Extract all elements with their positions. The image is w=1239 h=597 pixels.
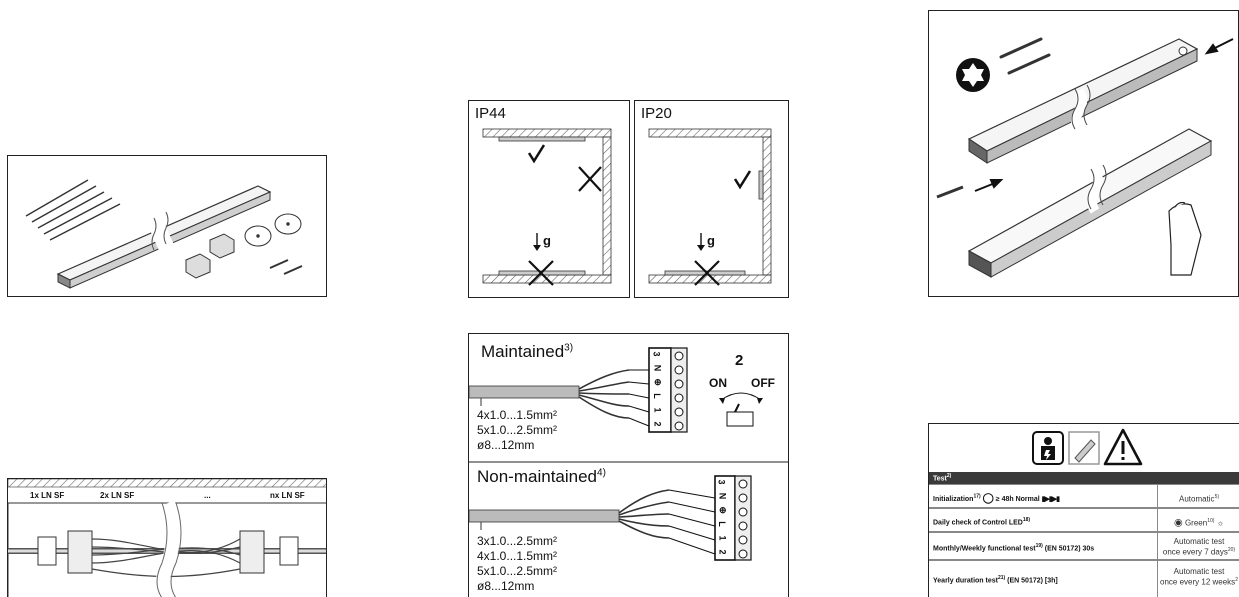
non-maintained-spec-2: 4x1.0...1.5mm²	[477, 549, 558, 563]
series-label-2: 2x LN SF	[100, 491, 135, 500]
warning-icon	[1103, 428, 1143, 466]
ip44-mounting-panel: IP44 g	[468, 100, 630, 298]
cross-icon	[528, 260, 554, 286]
warning-icons	[1032, 428, 1143, 466]
non-maintained-title: Non-maintained4)	[477, 467, 606, 486]
check-icon	[733, 170, 752, 190]
terminal-block-non-maintained	[668, 475, 752, 561]
series-wiring-panel: 1x LN SF 2x LN SF ... nx LN SF	[7, 478, 327, 597]
non-maintained-spec-4: ø8...12mm	[477, 579, 535, 593]
wiring-diagram	[469, 347, 788, 561]
terminal-label: L	[651, 393, 662, 399]
series-label-n: nx LN SF	[270, 491, 305, 500]
terminal-label: N	[652, 364, 663, 372]
test-row-duration: Yearly duration test21) (EN 50172) [3h] …	[929, 560, 1239, 597]
switch-number: 2	[735, 352, 744, 369]
terminal-label: 1	[717, 535, 728, 541]
cross-icon	[578, 166, 602, 192]
check-icon	[527, 144, 546, 164]
switch-off-label: OFF	[751, 376, 775, 390]
screw-icon	[936, 185, 964, 199]
terminal-label: ⊕	[719, 505, 727, 515]
eye-icon: ◉	[1173, 517, 1183, 529]
technician-icon	[1032, 431, 1064, 465]
package-contents-illustration	[25, 179, 303, 289]
ip20-label: IP20	[641, 105, 672, 122]
terminal-label: 3	[716, 479, 727, 485]
wiring-panel: Maintained3)	[468, 333, 789, 597]
torx-bit-icon	[956, 58, 990, 92]
discs-icon	[244, 213, 302, 247]
installation-panel	[928, 10, 1239, 297]
package-contents-panel	[7, 155, 327, 297]
test-row-functional: Monthly/Weekly functional test19) (EN 50…	[929, 532, 1239, 561]
non-maintained-spec-1: 3x1.0...2.5mm²	[477, 534, 558, 548]
arrow-icon	[974, 179, 1004, 192]
maintained-spec-3: ø8...12mm	[477, 438, 535, 452]
gravity-label: g	[543, 233, 551, 248]
terminal-label: L	[716, 521, 727, 527]
series-label-1: 1x LN SF	[30, 491, 65, 500]
switch-on-label: ON	[709, 376, 727, 390]
non-maintained-spec-3: 5x1.0...2.5mm²	[477, 564, 558, 578]
terminal-label: 3	[651, 351, 662, 357]
luminaire-icon	[56, 185, 272, 289]
test-row-initialization: Initialization17) ◯ ≥ 48h Normal ▮▶▮▶▮ A…	[929, 484, 1239, 509]
cross-icon	[694, 260, 720, 286]
terminal-block-maintained	[628, 347, 688, 433]
maintained-title: Maintained3)	[481, 342, 574, 361]
installation-illustration	[936, 37, 1234, 278]
terminal-label: 2	[717, 549, 728, 555]
terminal-label: 1	[652, 407, 663, 413]
gravity-label: g	[707, 233, 715, 248]
hand-icon	[1168, 201, 1202, 276]
test-header: Test2)	[929, 472, 1239, 484]
mounting-clips-icon	[185, 233, 235, 279]
maintained-spec-1: 4x1.0...1.5mm²	[477, 408, 558, 422]
test-row-daily-led: Daily check of Control LED18) ◉ Green10)…	[929, 508, 1239, 533]
terminal-label: 2	[652, 421, 663, 427]
switch-icon	[719, 392, 763, 427]
arrow-icon	[1204, 38, 1234, 55]
ip44-label: IP44	[475, 105, 506, 122]
ip20-mounting-panel: IP20 g	[634, 100, 789, 298]
maintained-spec-2: 5x1.0...2.5mm²	[477, 423, 558, 437]
screws-icon	[269, 259, 303, 275]
led-icon: ☼	[1216, 518, 1224, 528]
series-label-ellipsis: ...	[204, 491, 211, 500]
terminal-label: N	[717, 492, 728, 500]
wipe-icon	[1068, 431, 1100, 465]
test-panel: Test2) Initialization17) ◯ ≥ 48h Normal …	[928, 423, 1239, 597]
cable-ties-icon	[25, 179, 121, 241]
terminal-label: ⊕	[654, 377, 662, 387]
ip44-mounting-diagram	[482, 128, 612, 286]
ip20-mounting-diagram	[648, 128, 772, 286]
series-wiring-diagram	[8, 479, 326, 597]
screws-icon	[999, 37, 1051, 75]
